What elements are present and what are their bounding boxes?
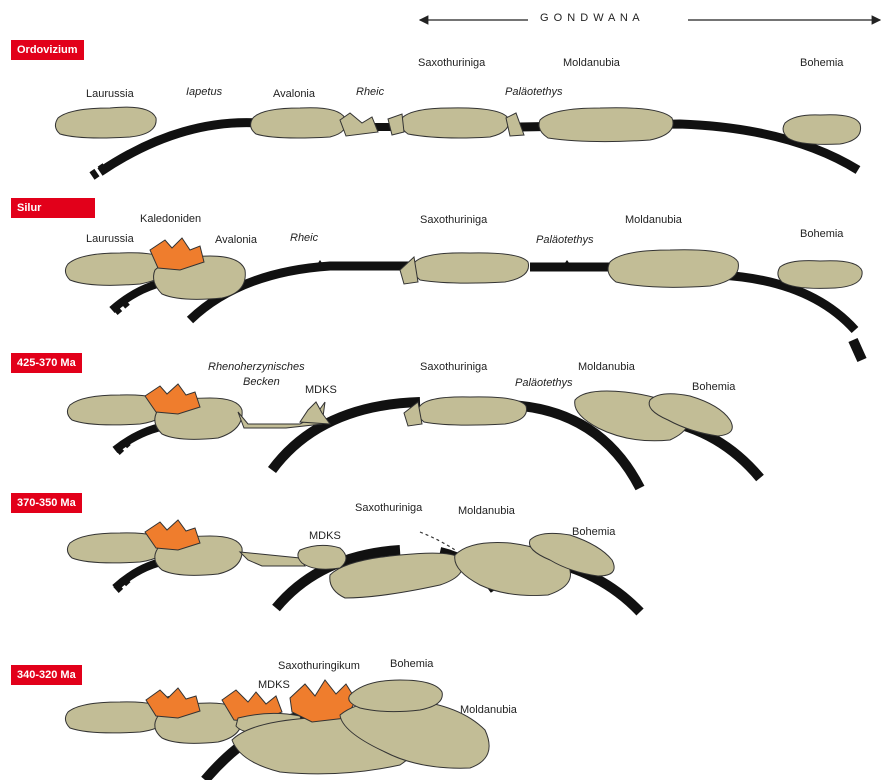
stage-340-320-plates bbox=[65, 680, 489, 780]
moldanubia-plate bbox=[539, 108, 673, 142]
label-rheic: Rheic bbox=[290, 232, 318, 244]
saxo-margin-left bbox=[388, 114, 404, 135]
stage-425-370-plates bbox=[67, 384, 760, 488]
stage-label-425-370: 425-370 Ma bbox=[11, 353, 82, 373]
stage-silur-plates bbox=[65, 238, 862, 360]
label-laurussia: Laurussia bbox=[86, 233, 134, 245]
label-mdks: MDKS bbox=[309, 530, 341, 542]
gondwana-label: G O N D W A N A bbox=[540, 12, 641, 24]
label-kaledoniden: Kaledoniden bbox=[140, 213, 201, 225]
label-becken: Becken bbox=[243, 376, 280, 388]
label-moldanubia: Moldanubia bbox=[563, 57, 620, 69]
stage-370-350-plates bbox=[67, 520, 640, 612]
label-moldanubia: Moldanubia bbox=[578, 361, 635, 373]
label-moldanubia: Moldanubia bbox=[625, 214, 682, 226]
stage-label-silur: Silur bbox=[11, 198, 95, 218]
label-iapetus: Iapetus bbox=[186, 86, 222, 98]
kaledoniden-orogen bbox=[150, 238, 204, 270]
kaledoniden-orogen bbox=[146, 688, 200, 718]
label-saxothuringikum: Saxothuringikum bbox=[278, 660, 360, 672]
moldanubia-plate bbox=[608, 250, 738, 288]
label-bohemia: Bohemia bbox=[800, 228, 843, 240]
label-moldanubia: Moldanubia bbox=[458, 505, 515, 517]
bohemia-plate bbox=[778, 261, 862, 289]
label-bohemia: Bohemia bbox=[390, 658, 433, 670]
stage-label-340-320: 340-320 Ma bbox=[11, 665, 82, 685]
avalonia-plate bbox=[251, 108, 346, 138]
label-bohemia: Bohemia bbox=[800, 57, 843, 69]
label-palaeotethys: Paläotethys bbox=[505, 86, 562, 98]
saxothuringia-plate bbox=[418, 397, 527, 425]
suture-dashed bbox=[420, 532, 455, 550]
avalonia-margin bbox=[340, 113, 378, 136]
saxothuringia-plate bbox=[401, 108, 509, 138]
label-saxothuringia: Saxothuriniga bbox=[355, 502, 422, 514]
bohemia-plate bbox=[349, 680, 443, 712]
label-palaeotethys: Paläotethys bbox=[515, 377, 572, 389]
mdks-block bbox=[300, 402, 330, 424]
label-bohemia: Bohemia bbox=[572, 526, 615, 538]
label-avalonia: Avalonia bbox=[215, 234, 257, 246]
rheic-slab bbox=[272, 402, 420, 470]
label-laurussia: Laurussia bbox=[86, 88, 134, 100]
label-saxothuringia: Saxothuriniga bbox=[418, 57, 485, 69]
label-saxothuringia: Saxothuriniga bbox=[420, 361, 487, 373]
label-moldanubia: Moldanubia bbox=[460, 704, 517, 716]
label-bohemia: Bohemia bbox=[692, 381, 735, 393]
label-saxothuringia: Saxothuriniga bbox=[420, 214, 487, 226]
label-rheic: Rheic bbox=[356, 86, 384, 98]
laurussia-plate bbox=[55, 107, 156, 138]
label-mdks: MDKS bbox=[258, 679, 290, 691]
bohemia-plate bbox=[783, 115, 860, 145]
rhenoherzynisch-remnant bbox=[240, 552, 305, 566]
stage-label-ordovizium: Ordovizium bbox=[11, 40, 84, 60]
dashed-slab-end bbox=[853, 340, 862, 360]
stage-label-370-350: 370-350 Ma bbox=[11, 493, 82, 513]
label-avalonia: Avalonia bbox=[273, 88, 315, 100]
stage-ordovizium-plates bbox=[55, 107, 860, 176]
saxothuringia-plate bbox=[413, 253, 528, 283]
label-palaeotethys: Paläotethys bbox=[536, 234, 593, 246]
label-mdks: MDKS bbox=[305, 384, 337, 396]
label-rhenoherzynisches: Rhenoherzynisches bbox=[208, 361, 305, 373]
